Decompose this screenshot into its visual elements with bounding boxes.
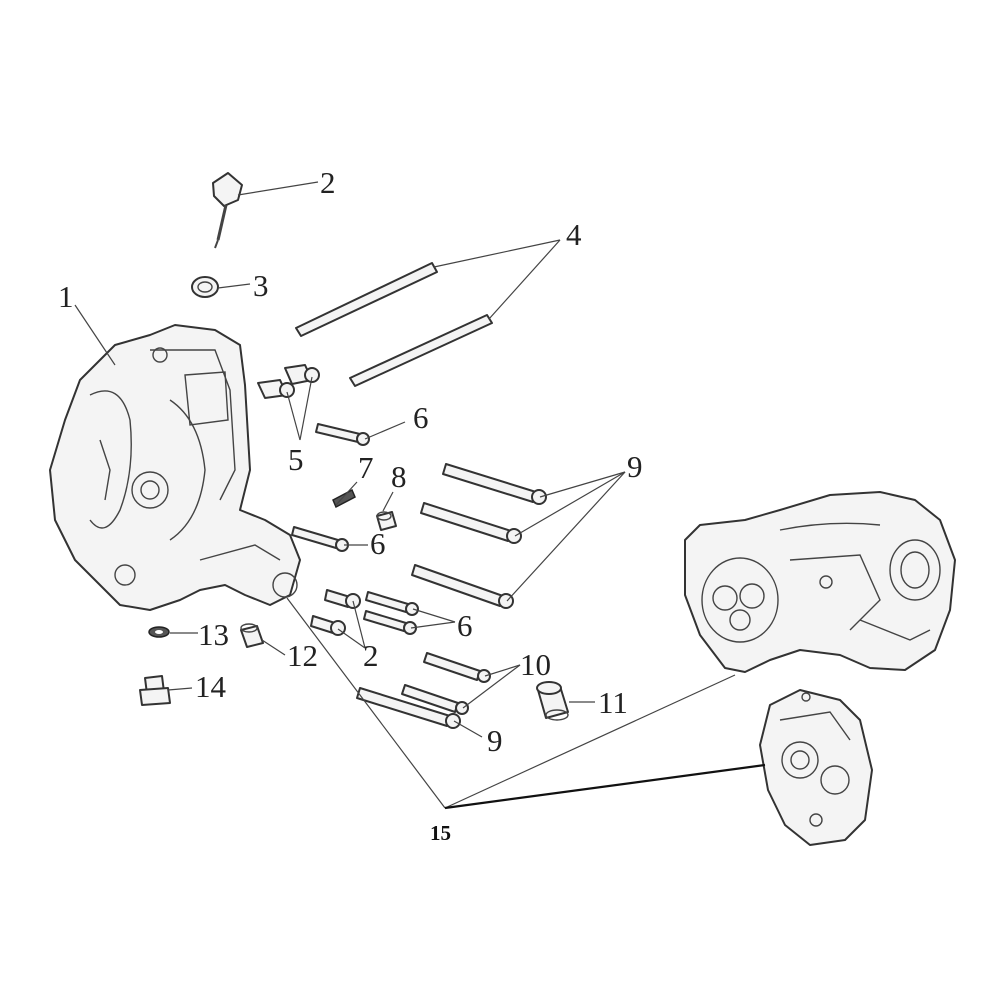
bolts-10[interactable] [401,652,491,715]
callout-9-upper: 9 [627,449,643,484]
left-crankcase[interactable] [49,324,301,611]
bushing-12[interactable] [240,623,264,648]
right-crankcase[interactable] [684,491,956,673]
bolts-2-lower[interactable] [310,589,361,636]
callout-15: 15 [430,821,451,845]
callout-4: 4 [566,217,582,252]
dipstick[interactable] [212,172,243,249]
callout-10: 10 [520,647,551,682]
bushing-11[interactable] [536,681,569,721]
bolt-6-middle[interactable] [291,526,349,552]
callout-2-bottom: 2 [363,638,379,673]
bolts-6-lower[interactable] [363,591,419,635]
gear-cover[interactable] [759,689,873,846]
short-bolts-5[interactable] [257,364,320,399]
callout-14: 14 [195,669,227,704]
callout-8: 8 [391,459,407,494]
callout-7: 7 [358,450,374,485]
callout-12: 12 [287,638,318,673]
drain-plug-14[interactable] [139,675,171,706]
callout-3: 3 [253,268,269,303]
washer-13[interactable] [148,626,170,638]
callout-5: 5 [288,442,304,477]
callout-11: 11 [598,685,628,720]
washer-3[interactable] [191,276,219,298]
long-bolts-9[interactable] [356,463,547,729]
callout-labels: 1 2 3 4 5 6 7 8 9 6 6 13 12 2 10 14 11 9… [58,165,643,845]
callout-13: 13 [198,617,229,652]
long-studs[interactable] [295,262,493,387]
callout-6-upper: 6 [413,400,429,435]
leader-lines [74,181,766,810]
callout-2-top: 2 [320,165,336,200]
callout-6-middle: 6 [370,526,386,561]
dowel-8[interactable] [376,511,397,531]
callout-6-lower: 6 [457,608,473,643]
callout-9-lower: 9 [487,723,503,758]
bolt-6-upper[interactable] [315,423,370,446]
callout-1: 1 [58,279,74,314]
